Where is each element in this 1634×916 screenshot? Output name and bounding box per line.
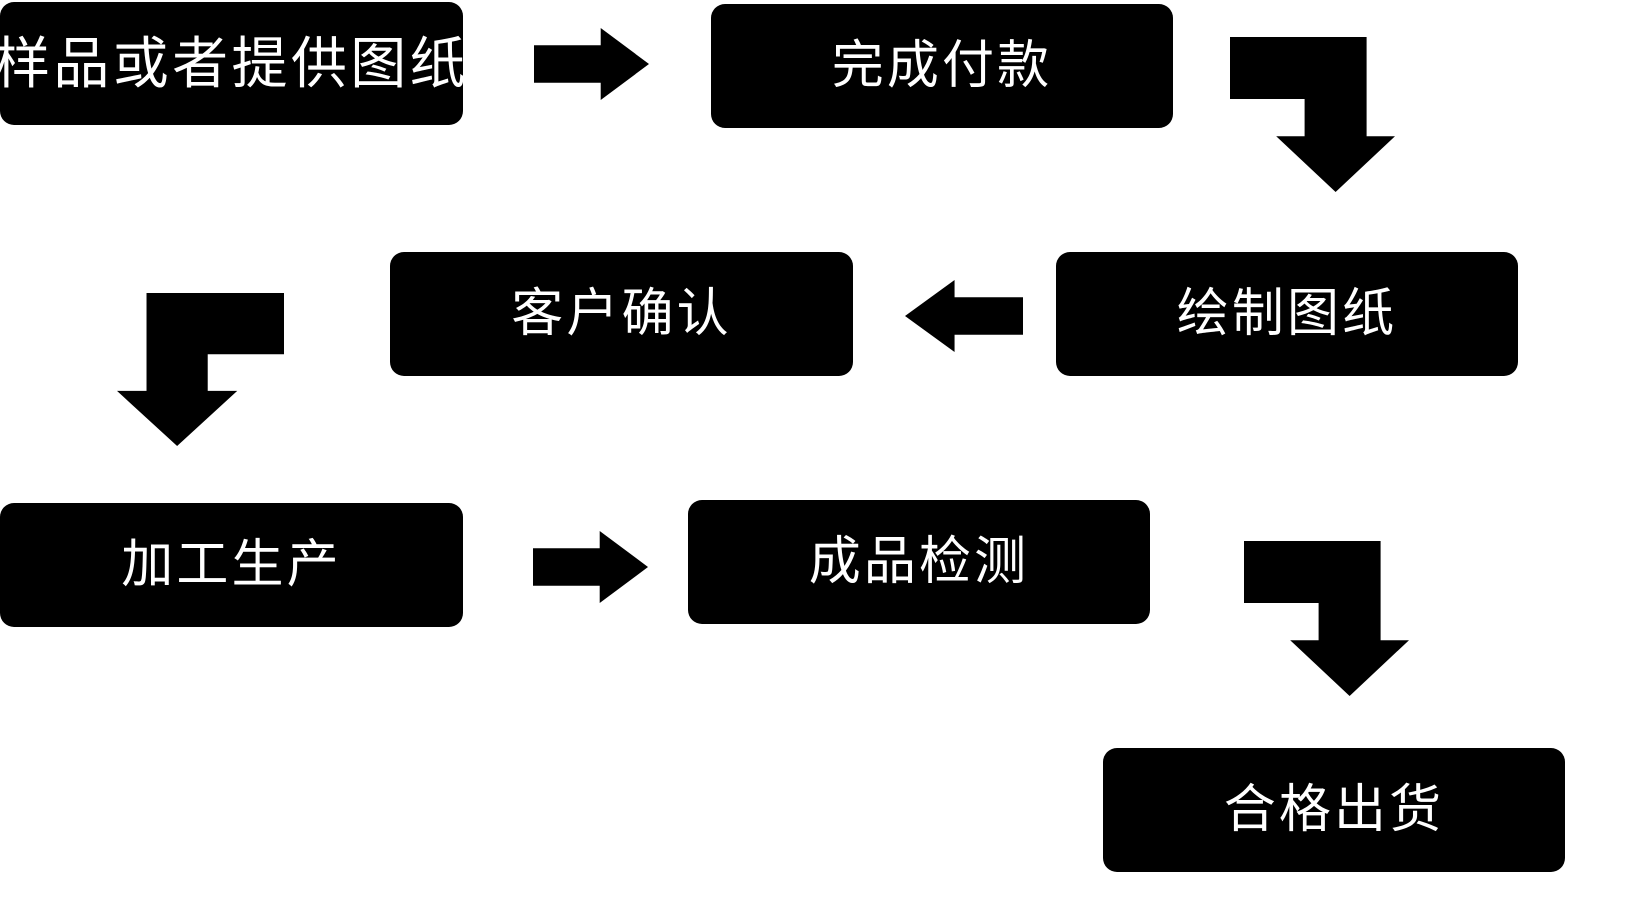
arrow-sample-to-payment-icon <box>534 28 649 100</box>
flow-node-label: 绘制图纸 <box>1176 285 1398 343</box>
flow-node-label: 样品或者提供图纸 <box>0 31 469 95</box>
arrow-production-to-inspection-icon <box>533 531 648 603</box>
flow-node-sample-or-drawing[interactable]: 样品或者提供图纸 <box>0 2 466 125</box>
flow-node-customer-confirm[interactable]: 客户确认 <box>390 252 853 376</box>
flow-node-finished-inspection[interactable]: 成品检测 <box>688 500 1150 624</box>
arrow-draw-to-confirm-icon <box>905 280 1023 352</box>
flow-node-label: 完成付款 <box>831 37 1053 95</box>
flow-node-processing-production[interactable]: 加工生产 <box>0 503 463 627</box>
flow-node-label: 成品检测 <box>808 533 1030 591</box>
flow-node-qualified-shipment[interactable]: 合格出货 <box>1103 748 1565 872</box>
arrow-inspection-to-shipment-icon <box>1244 541 1409 696</box>
arrow-confirm-to-production-icon <box>117 293 284 446</box>
flow-node-label: 合格出货 <box>1223 781 1445 839</box>
flow-node-draw-drawings[interactable]: 绘制图纸 <box>1056 252 1518 376</box>
flow-node-complete-payment[interactable]: 完成付款 <box>711 4 1173 128</box>
flow-node-label: 客户确认 <box>511 285 732 343</box>
arrow-payment-to-draw-icon <box>1230 37 1395 192</box>
flow-node-label: 加工生产 <box>121 536 342 594</box>
